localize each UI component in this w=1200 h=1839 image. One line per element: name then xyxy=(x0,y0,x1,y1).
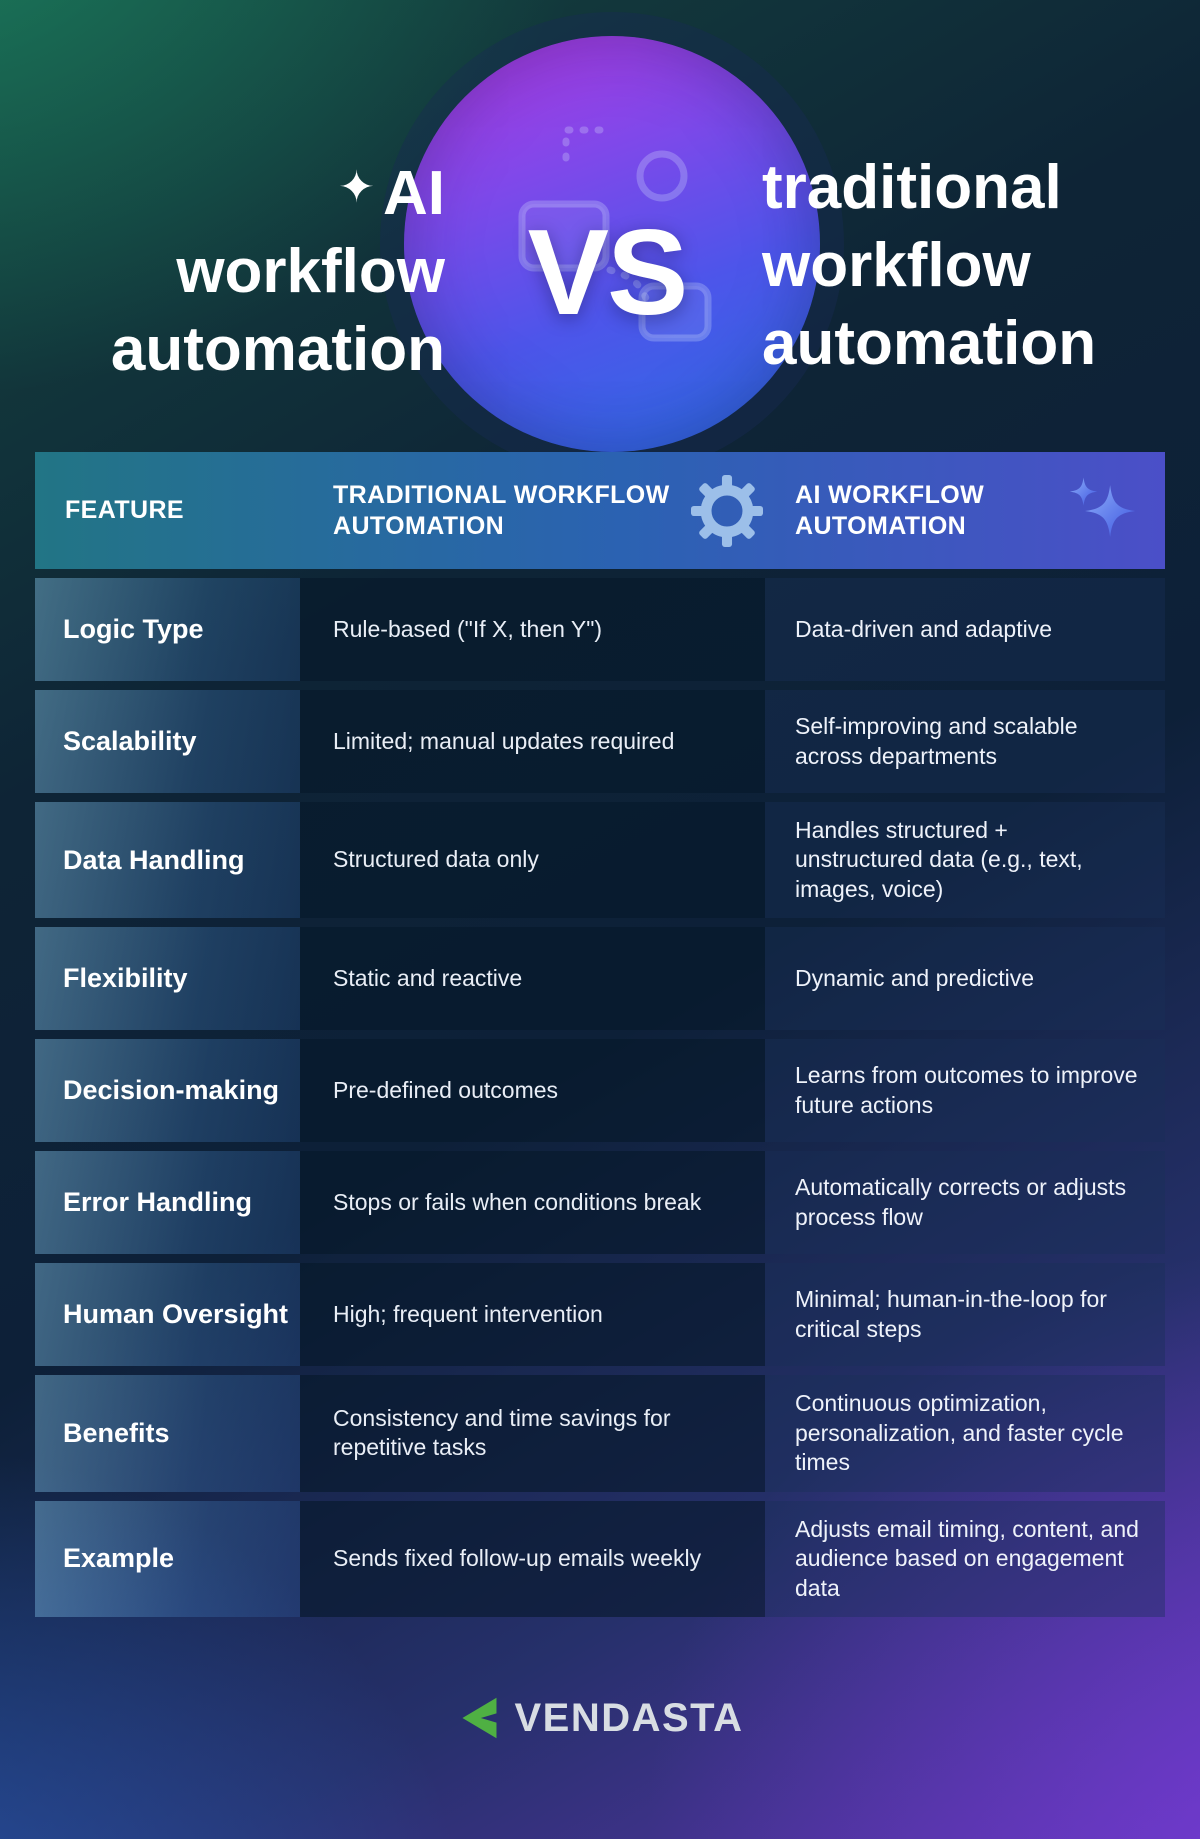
feature-cell: Scalability xyxy=(35,690,300,793)
title-line-text: AI xyxy=(383,159,445,228)
feature-cell: Human Oversight xyxy=(35,1263,300,1367)
comparison-row: Logic Type Rule-based ("If X, then Y") D… xyxy=(35,578,1165,681)
header-traditional-label: TRADITIONAL WORKFLOW AUTOMATION xyxy=(333,481,670,540)
comparison-row: Decision-making Pre-defined outcomes Lea… xyxy=(35,1039,1165,1143)
traditional-cell: High; frequent intervention xyxy=(300,1263,765,1367)
comparison-row: Scalability Limited; manual updates requ… xyxy=(35,690,1165,793)
traditional-value: Rule-based ("If X, then Y") xyxy=(333,615,603,642)
traditional-value: Structured data only xyxy=(333,846,539,873)
comparison-row: Human Oversight High; frequent intervent… xyxy=(35,1263,1165,1367)
title-line: workflow xyxy=(762,231,1031,300)
feature-cell: Data Handling xyxy=(35,802,300,919)
traditional-value: Static and reactive xyxy=(333,965,523,992)
title-ai-workflow: ✦AI workflow automation xyxy=(111,149,445,389)
ai-value: Automatically corrects or adjusts proces… xyxy=(795,1174,1127,1230)
header-feature-label: FEATURE xyxy=(65,496,184,525)
footer: VENDASTA xyxy=(0,1695,1200,1741)
header-ai-cell: AI WORKFLOW AUTOMATION xyxy=(765,452,1165,569)
comparison-row: Flexibility Static and reactive Dynamic … xyxy=(35,927,1165,1031)
sparkle-icon xyxy=(1069,477,1136,537)
feature-label: Scalability xyxy=(63,726,197,756)
traditional-cell: Consistency and time savings for repetit… xyxy=(300,1375,765,1492)
header-traditional-cell: TRADITIONAL WORKFLOW AUTOMATION xyxy=(300,452,765,569)
ai-cell: Handles structured + unstructured data (… xyxy=(765,802,1165,919)
vs-label: VS xyxy=(527,204,689,340)
comparison-row: Example Sends fixed follow-up emails wee… xyxy=(35,1500,1165,1617)
header-feature-cell: FEATURE xyxy=(35,452,300,569)
title-line: automation xyxy=(110,315,445,384)
table-body: Logic Type Rule-based ("If X, then Y") D… xyxy=(35,578,1165,1617)
ai-cell: Learns from outcomes to improve future a… xyxy=(765,1039,1165,1143)
traditional-cell: Sends fixed follow-up emails weekly xyxy=(300,1500,765,1617)
title-line: ✦AI xyxy=(111,149,445,233)
ai-cell: Data-driven and adaptive xyxy=(765,578,1165,681)
ai-value: Adjusts email timing, content, and audie… xyxy=(795,1515,1139,1601)
traditional-cell: Pre-defined outcomes xyxy=(300,1039,765,1143)
title-line: workflow xyxy=(176,237,445,306)
ai-value: Dynamic and predictive xyxy=(795,965,1035,992)
ai-value: Learns from outcomes to improve future a… xyxy=(795,1062,1138,1118)
traditional-cell: Stops or fails when conditions break xyxy=(300,1151,765,1255)
title-line: automation xyxy=(762,309,1097,378)
feature-cell: Flexibility xyxy=(35,927,300,1031)
table-header-row: FEATURE TRADITIONAL WORKFLOW AUTOMATION xyxy=(35,452,1165,569)
sparkle-icon: ✦ xyxy=(338,163,375,212)
brand-name: VENDASTA xyxy=(514,1695,744,1740)
traditional-cell: Static and reactive xyxy=(300,927,765,1031)
comparison-row: Benefits Consistency and time savings fo… xyxy=(35,1375,1165,1492)
feature-label: Example xyxy=(63,1543,175,1574)
traditional-value: Consistency and time savings for repetit… xyxy=(333,1405,671,1461)
traditional-cell: Limited; manual updates required xyxy=(300,690,765,793)
ai-cell: Self-improving and scalable across depar… xyxy=(765,690,1165,793)
gear-icon xyxy=(691,474,763,547)
comparison-table: FEATURE TRADITIONAL WORKFLOW AUTOMATION xyxy=(35,452,1165,1626)
feature-label: Flexibility xyxy=(63,963,188,994)
title-line: traditional xyxy=(762,153,1062,222)
feature-cell: Benefits xyxy=(35,1375,300,1492)
traditional-value: Stops or fails when conditions break xyxy=(333,1189,702,1216)
traditional-value: Sends fixed follow-up emails weekly xyxy=(333,1545,702,1572)
feature-cell: Error Handling xyxy=(35,1151,300,1255)
feature-label: Benefits xyxy=(63,1417,170,1448)
comparison-row: Data Handling Structured data only Handl… xyxy=(35,802,1165,919)
ai-cell: Adjusts email timing, content, and audie… xyxy=(765,1500,1165,1617)
ai-value: Handles structured + unstructured data (… xyxy=(795,817,1083,902)
traditional-cell: Rule-based ("If X, then Y") xyxy=(300,578,765,681)
vendasta-logo-icon xyxy=(462,1697,497,1739)
feature-label: Error Handling xyxy=(63,1187,253,1218)
feature-label: Logic Type xyxy=(63,614,204,644)
comparison-row: Error Handling Stops or fails when condi… xyxy=(35,1151,1165,1255)
ai-cell: Continuous optimization, personalization… xyxy=(765,1375,1165,1492)
feature-cell: Example xyxy=(35,1500,300,1617)
feature-label: Human Oversight xyxy=(63,1299,289,1330)
traditional-value: Pre-defined outcomes xyxy=(333,1077,559,1104)
traditional-cell: Structured data only xyxy=(300,802,765,919)
ai-value: Self-improving and scalable across depar… xyxy=(795,713,1078,769)
ai-value: Data-driven and adaptive xyxy=(795,615,1052,642)
ai-cell: Dynamic and predictive xyxy=(765,927,1165,1031)
ai-cell: Minimal; human-in-the-loop for critical … xyxy=(765,1263,1165,1367)
feature-label: Decision-making xyxy=(63,1075,280,1106)
feature-cell: Logic Type xyxy=(35,578,300,681)
feature-label: Data Handling xyxy=(63,844,245,875)
ai-value: Minimal; human-in-the-loop for critical … xyxy=(795,1286,1107,1342)
ai-value: Continuous optimization, personalization… xyxy=(795,1390,1124,1476)
traditional-value: High; frequent intervention xyxy=(333,1301,603,1328)
feature-cell: Decision-making xyxy=(35,1039,300,1143)
traditional-value: Limited; manual updates required xyxy=(333,727,675,754)
ai-cell: Automatically corrects or adjusts proces… xyxy=(765,1151,1165,1255)
workflow-doodles xyxy=(518,126,712,342)
header-ai-label: AI WORKFLOW AUTOMATION xyxy=(795,481,985,540)
title-traditional-workflow: traditional workflow automation xyxy=(762,149,1096,383)
vs-circle-graphic: VS xyxy=(404,36,820,452)
